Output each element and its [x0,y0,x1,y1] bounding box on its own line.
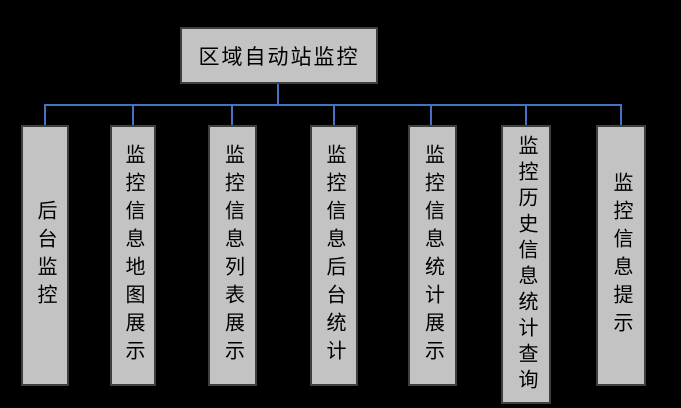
node-map-display: 监控信息地图展示 [110,125,156,386]
node-statistics-display-label: 监控信息统计展示 [421,143,444,368]
connector-stub-6 [525,104,527,125]
connector-stub-4 [333,104,335,125]
node-backend-statistics: 监控信息后台统计 [310,125,358,386]
connector-stub-3 [231,104,233,125]
root-node: 区域自动站监控 [180,27,378,84]
node-list-display-label: 监控信息列表展示 [221,143,244,368]
node-map-display-label: 监控信息地图展示 [122,143,144,368]
node-history-statistics-query: 监控历史信息统计查询 [501,125,551,404]
node-list-display: 监控信息列表展示 [208,125,257,386]
node-statistics-display: 监控信息统计展示 [408,125,457,386]
connector-stub-7 [620,104,622,125]
node-backend-statistics-label: 监控信息后台统计 [323,143,345,368]
node-info-prompt-label: 监控信息提示 [610,171,632,340]
connector-stub-2 [132,104,134,125]
node-info-prompt: 监控信息提示 [596,125,646,386]
node-backend-monitoring: 后台监控 [21,125,69,386]
node-history-statistics-query-label: 监控历史信息统计查询 [515,134,537,395]
connector-stub-1 [44,104,46,125]
root-node-label: 区域自动站监控 [198,44,360,69]
connector-root-stem [277,84,279,104]
node-backend-monitoring-label: 后台监控 [34,199,56,312]
connector-stub-5 [430,104,432,125]
